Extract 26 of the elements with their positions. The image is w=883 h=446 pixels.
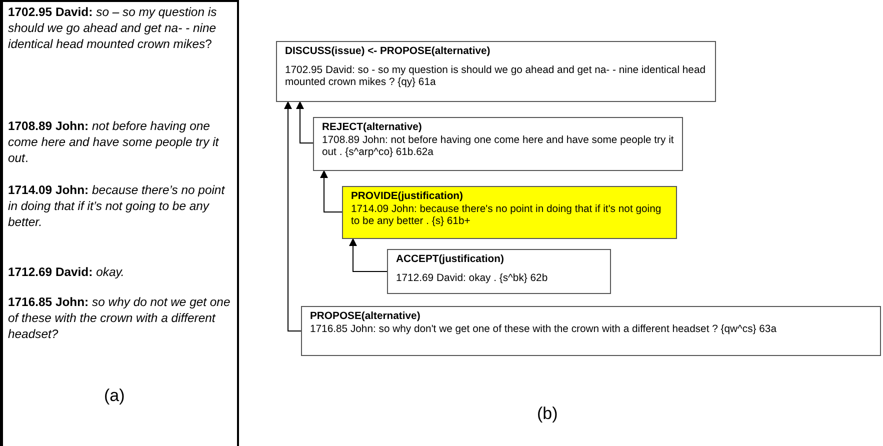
utterance-text: 1714.09 John: because there's no point in doing that if it's not going to be any better . {s} 61b+ — [351, 204, 662, 228]
arrow — [320, 170, 342, 212]
message-box — [301, 306, 881, 356]
transcript-turn: 1714.09 John: because there’s no point in doing that if it’s not going to be any better. — [8, 182, 226, 230]
transcript-turn: 1708.89 John: not before having one come here and have some people try it out. — [8, 118, 220, 166]
utterance-text: 1702.95 David: so - so my question is should we go ahead and get na- - nine identical head mounted crown mikes ? {qy} 61a — [285, 64, 707, 90]
utterance-text: 1708.89 John: not before having one come here and have some people try it out . {s^arp^co} 61b.62a — [322, 134, 674, 160]
highlighted-message-box — [342, 186, 677, 239]
move-heading: PROVIDE(justification) — [351, 191, 464, 204]
utterance-text: 1712.69 David: okay . {s^bk} 62b — [396, 272, 549, 285]
panel-label: (b) — [537, 404, 558, 424]
utterance-text: 1716.85 John: so why don't we get one of these with the crown with a different headset ? {qw^cs} 63a — [310, 324, 778, 336]
move-heading: REJECT(alternative) — [322, 122, 423, 134]
message-box — [276, 41, 716, 102]
message-box — [387, 249, 611, 294]
arrow — [296, 101, 314, 144]
move-heading: DISCUSS(issue) <- PROPOSE(alternative) — [285, 46, 492, 58]
transcript-turn: 1712.69 David: okay. — [8, 264, 126, 280]
arrow — [284, 101, 302, 332]
transcript-turn: 1702.95 David: so – so my question is should we go ahead and get na- - nine identical head mounted crown mikes? — [8, 4, 218, 52]
panel-label: (a) — [104, 386, 125, 406]
transcript-turn: 1716.85 John: so why do not we get one of these with the crown with a different headset? — [8, 294, 232, 342]
message-box — [313, 117, 683, 171]
arrow — [349, 238, 388, 272]
move-heading: PROPOSE(alternative) — [310, 311, 422, 324]
move-heading: ACCEPT(justification) — [396, 254, 505, 266]
